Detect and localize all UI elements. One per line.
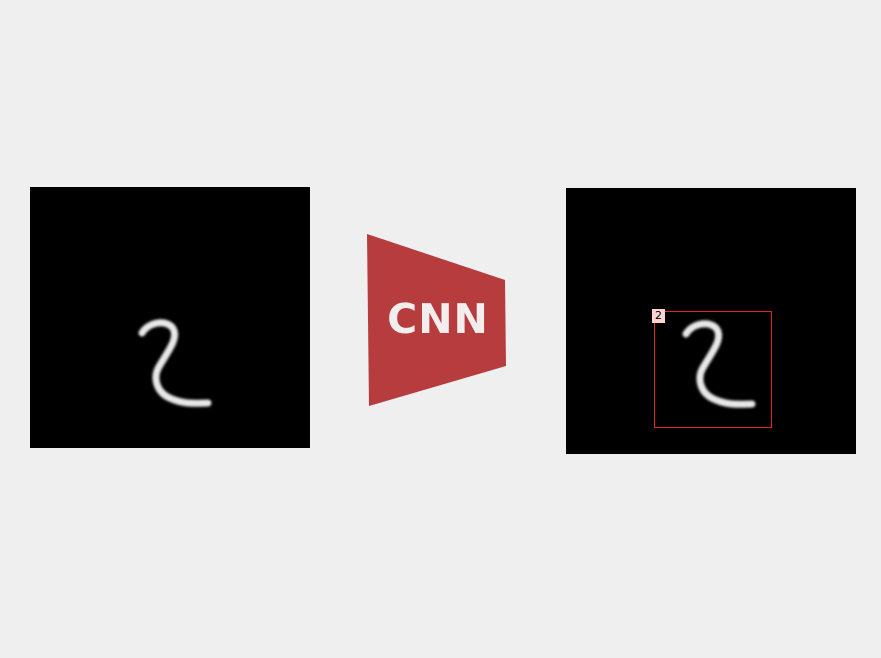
input-digit	[138, 319, 212, 407]
cnn-trapezoid-shape	[367, 234, 506, 406]
detection-bounding-box	[654, 311, 772, 428]
cnn-label: CNN	[387, 294, 489, 343]
output-digit	[682, 320, 756, 408]
cnn-model-block: CNN	[366, 233, 508, 408]
output-image: 2	[566, 188, 856, 454]
input-image	[30, 187, 310, 448]
detection-class-label: 2	[652, 309, 665, 323]
